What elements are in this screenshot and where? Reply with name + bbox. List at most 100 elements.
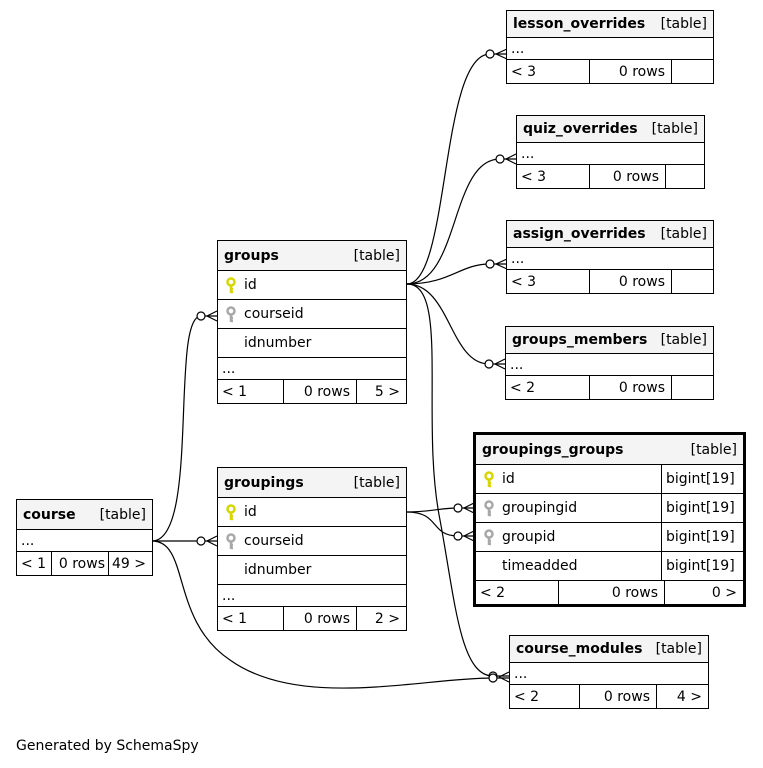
table-tag: [table] [660, 226, 707, 242]
table-name: lesson_overrides [513, 16, 646, 32]
table-name: assign_overrides [513, 226, 646, 242]
columns-ellipsis: ... [510, 663, 708, 685]
foreign-key-icon [484, 500, 494, 517]
row-count: 0 rows [284, 380, 357, 403]
column-name: idnumber [244, 562, 312, 578]
children-count: 4 > [676, 688, 702, 705]
table-footer: < 3 0 rows [507, 60, 713, 83]
column-row: id [218, 498, 406, 527]
foreign-key-icon [484, 529, 494, 546]
children-count: 2 > [374, 610, 400, 627]
column-type: bigint[19] [661, 523, 743, 551]
table-groupings[interactable]: groupings [table] id courseid idnumber ..… [217, 467, 407, 631]
column-name: courseid [244, 533, 304, 549]
column-type: bigint[19] [661, 494, 743, 522]
table-lesson-overrides[interactable]: lesson_overrides [table] ... < 3 0 rows [506, 10, 714, 84]
table-footer: < 3 0 rows [507, 270, 713, 293]
children-count: 0 > [711, 584, 737, 601]
table-footer: < 2 0 rows [506, 376, 713, 399]
row-count: 0 rows [590, 60, 672, 83]
primary-key-icon [226, 504, 236, 521]
column-row: id bigint[19] [476, 465, 743, 494]
table-assign-overrides[interactable]: assign_overrides [table] ... < 3 0 rows [506, 220, 714, 294]
column-name: id [244, 504, 257, 520]
table-footer: < 2 0 rows 4 > [510, 685, 708, 708]
columns-ellipsis: ... [506, 354, 713, 376]
children-count: 5 > [374, 383, 400, 400]
columns-ellipsis: ... [507, 248, 713, 270]
foreign-key-icon [226, 306, 236, 323]
row-count: 0 rows [559, 581, 665, 604]
column-name: groupid [502, 529, 556, 545]
edge-groups-lesson-overrides [406, 53, 507, 285]
column-type: bigint[19] [661, 465, 743, 493]
row-count: 0 rows [590, 376, 672, 399]
columns-ellipsis: ... [218, 585, 406, 607]
primary-key-icon [226, 277, 236, 294]
column-name: idnumber [244, 335, 312, 351]
column-row: idnumber [218, 556, 406, 585]
table-groups-members[interactable]: groups_members [table] ... < 2 0 rows [505, 326, 714, 400]
columns-ellipsis: ... [17, 530, 152, 552]
columns-ellipsis: ... [517, 143, 704, 165]
table-footer: < 1 0 rows 2 > [218, 607, 406, 630]
generated-by-footer: Generated by SchemaSpy [16, 738, 199, 754]
columns-ellipsis: ... [507, 38, 713, 60]
table-tag: [table] [99, 506, 146, 523]
children-count [672, 376, 713, 399]
column-row: idnumber [218, 329, 406, 358]
edge-course-groups [151, 315, 217, 542]
column-name: id [502, 471, 515, 487]
column-row: id [218, 271, 406, 300]
table-footer: < 1 0 rows 5 > [218, 380, 406, 403]
primary-key-icon [484, 471, 494, 488]
table-name: quiz_overrides [523, 121, 638, 137]
children-count [666, 165, 704, 188]
table-name: course [23, 506, 76, 523]
column-name: groupingid [502, 500, 578, 516]
foreign-key-icon [226, 533, 236, 550]
edge-groups-groups-members [406, 283, 505, 365]
row-count: 0 rows [52, 552, 109, 575]
table-quiz-overrides[interactable]: quiz_overrides [table] ... < 3 0 rows [516, 115, 705, 189]
column-type: bigint[19] [661, 552, 743, 580]
table-tag: [table] [353, 247, 400, 264]
parents-count: < 1 [17, 552, 52, 575]
row-count: 0 rows [580, 685, 657, 708]
column-name: timeadded [502, 558, 578, 574]
table-tag: [table] [660, 16, 707, 32]
children-count: 49 > [112, 555, 146, 572]
parents-count: < 2 [510, 685, 580, 708]
table-groupings-groups[interactable]: groupings_groups [table] id bigint[19] gr… [473, 432, 746, 607]
columns-ellipsis: ... [218, 358, 406, 380]
table-tag: [table] [353, 474, 400, 491]
table-course-modules[interactable]: course_modules[table] ... < 2 0 rows 4 > [509, 635, 709, 709]
table-name: course_modules [516, 641, 643, 657]
table-tag: [table] [651, 121, 698, 137]
column-row: courseid [218, 300, 406, 329]
row-count: 0 rows [590, 270, 672, 293]
table-groups[interactable]: groups [table] id courseid idnumber ... <… [217, 240, 407, 404]
children-count [672, 270, 713, 293]
table-course[interactable]: course [table] ... < 1 0 rows 49 > [16, 499, 153, 576]
table-footer: < 2 0 rows 0 > [476, 581, 743, 604]
edge-course-course-modules [151, 540, 509, 689]
table-tag: [table] [690, 441, 737, 458]
parents-count: < 2 [476, 581, 559, 604]
column-row: timeadded bigint[19] [476, 552, 743, 581]
parents-count: < 2 [506, 376, 590, 399]
column-row: groupid bigint[19] [476, 523, 743, 552]
table-tag: [table] [660, 332, 707, 348]
table-name: groupings [224, 474, 304, 491]
column-name: id [244, 277, 257, 293]
parents-count: < 3 [507, 60, 590, 83]
table-name: groupings_groups [482, 441, 624, 458]
table-name: groups_members [512, 332, 648, 348]
table-footer: < 1 0 rows 49 > [17, 552, 152, 575]
edge-groups-course-modules [406, 283, 509, 677]
table-footer: < 3 0 rows [517, 165, 704, 188]
row-count: 0 rows [284, 607, 357, 630]
column-name: courseid [244, 306, 304, 322]
table-name: groups [224, 247, 279, 264]
parents-count: < 1 [218, 607, 284, 630]
